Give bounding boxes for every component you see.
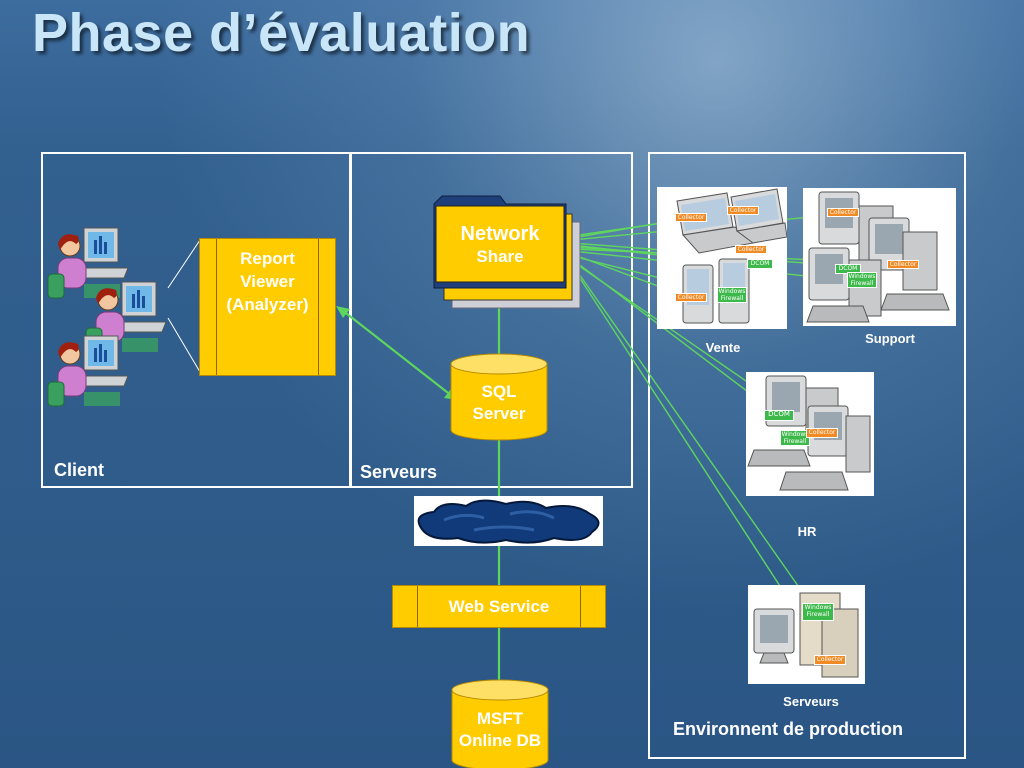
msft-db-line2: Online DB — [458, 731, 542, 750]
sql-server-line1: SQL — [481, 382, 517, 401]
client-panel — [41, 152, 352, 488]
laptop-icon — [676, 188, 787, 324]
web-service-label: Web Service — [448, 597, 550, 616]
internet-cloud — [414, 496, 603, 546]
windows-firewall-tag: Windows Firewall — [717, 287, 747, 303]
report-viewer-box: Report Viewer (Analyzer) — [199, 238, 336, 376]
msft-db-line1: MSFT — [476, 709, 524, 728]
msft-db-label: MSFT Online DB — [444, 708, 556, 752]
hr-label: HR — [797, 524, 817, 539]
web-service-box: Web Service — [392, 585, 606, 628]
client-label: Client — [54, 460, 105, 480]
collector-tag: Collector — [735, 245, 767, 254]
report-viewer-line1: Report — [240, 249, 295, 268]
serveurs-panel — [349, 152, 633, 488]
collector-tag: Collector — [675, 213, 707, 222]
desktop-computers-icon — [806, 191, 950, 323]
support-computers: Collector DCOM Collector Windows Firewal… — [803, 188, 956, 326]
collector-tag: Collector — [887, 260, 919, 269]
dcom-tag: DCOM — [747, 259, 773, 269]
cloud-icon — [417, 499, 600, 544]
network-share-line1: Network — [460, 223, 540, 245]
dcom-tag: DCOM — [764, 410, 794, 421]
windows-firewall-tag: Windows Firewall — [847, 272, 877, 288]
vente-label: Vente — [705, 340, 741, 355]
hr-computers: DCOM Windows Firewall Collector — [746, 372, 874, 496]
vente-computers: Collector Collector Collector DCOM Colle… — [657, 187, 787, 329]
collector-tag: Collector — [814, 655, 846, 665]
production-label: Environnent de production — [673, 719, 903, 739]
servers-computers: Windows Firewall Collector — [748, 585, 865, 684]
production-panel — [648, 152, 966, 759]
collector-tag: Collector — [675, 293, 707, 302]
serveurs-label: Serveurs — [360, 462, 438, 482]
collector-tag: Collector — [727, 206, 759, 215]
support-label: Support — [865, 331, 915, 346]
collector-tag: Collector — [806, 428, 838, 438]
sql-server-line2: Server — [472, 404, 526, 423]
network-share-label: Network Share — [436, 222, 564, 268]
windows-firewall-tag: Windows Firewall — [780, 430, 810, 446]
report-viewer-line2: Viewer — [240, 272, 295, 291]
serveurs-group-label: Serveurs — [783, 694, 839, 709]
collector-tag: Collector — [827, 208, 859, 217]
windows-firewall-tag: Windows Firewall — [802, 603, 834, 621]
slide-title: Phase d’évaluation — [32, 3, 531, 63]
report-viewer-line3: (Analyzer) — [226, 295, 309, 314]
server-icon — [753, 592, 859, 678]
sql-server-label: SQL Server — [451, 381, 547, 425]
network-share-line2: Share — [476, 247, 524, 266]
